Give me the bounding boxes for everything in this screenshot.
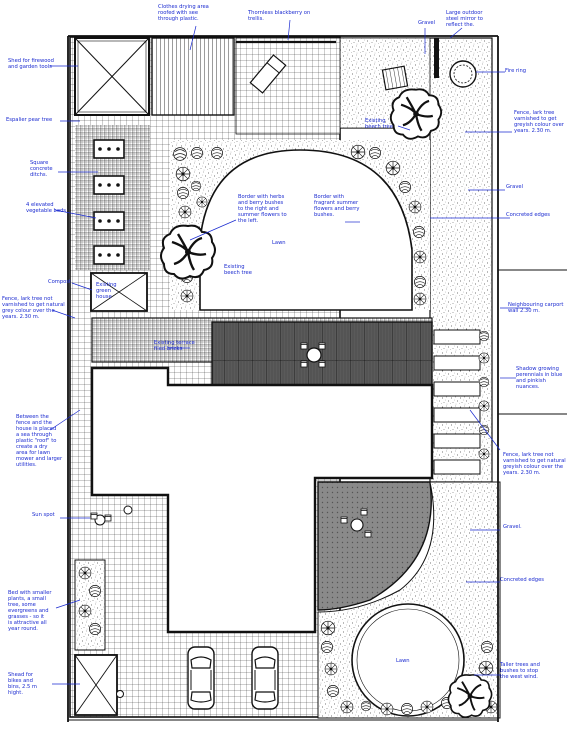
- sun-lounger: [249, 54, 287, 94]
- label-existing-terrace: Existing terrace filed bricks: [154, 340, 195, 352]
- label-shed-firewood: Shed for firewood and garden tools: [8, 58, 54, 70]
- bench: [381, 65, 409, 91]
- elevated-vegetable-beds: [93, 139, 125, 265]
- lawn-south: [351, 603, 465, 717]
- leader-lines: [49, 19, 530, 685]
- label-gravel-bottom: Gravel.: [503, 524, 522, 530]
- label-border-fragrant: Border with fragrant summer flowers and …: [314, 194, 360, 218]
- sun-spot-chairs: [90, 505, 133, 698]
- label-border-herbs: Border with herbs and berry bushes to th…: [238, 194, 287, 224]
- label-square-ditches: Square concrete ditchs.: [30, 160, 53, 178]
- firewood-shed: [74, 37, 150, 116]
- label-taller-trees: Taller trees and bushes to stop the west…: [500, 662, 540, 680]
- label-concreted-edges-bottom: Concreted edges: [500, 577, 544, 583]
- label-fence-right-bottom: Fence, lark tree not varnished to get na…: [503, 452, 566, 476]
- label-concreted-edges-top: Concreted edges: [506, 212, 550, 218]
- label-shead-bikes: Shead for bikes and bins, 2.5 m hight.: [8, 672, 37, 696]
- trellis-area: [235, 37, 341, 135]
- lawn-north: [199, 149, 413, 311]
- clothes-drying-area: [151, 37, 235, 116]
- house-footprint: [90, 366, 434, 634]
- label-sun-spot: Sun spot: [32, 512, 55, 518]
- fire-ring: [449, 60, 477, 88]
- sunken-terrace-table: [340, 508, 372, 538]
- bike-shed: [74, 654, 118, 716]
- label-bed-smaller-plants: Bed with smaller plants, a small tree, s…: [8, 590, 52, 632]
- label-thornless-blackberry: Thornless blackberry on trellis.: [248, 10, 311, 22]
- car-left: [187, 646, 215, 710]
- sunken-terrace: [317, 481, 432, 611]
- outdoor-mirror: [434, 38, 439, 78]
- label-espalier: Espalier pear tree: [6, 117, 53, 123]
- label-existing-beech-left: Existing beech tree: [224, 264, 252, 276]
- label-between-fence: Between the fence and the house is place…: [16, 414, 63, 468]
- label-existing-beech-top: Existing beech tree: [365, 118, 393, 130]
- stepping-stones: [433, 329, 481, 475]
- label-neighbouring-carport: Neighbouring carport wall 2.30 m.: [508, 302, 564, 314]
- label-gravel-right: Gravel: [506, 184, 524, 190]
- green-house: [90, 272, 148, 312]
- label-elevated-beds: 4 elevated vegetable beds: [26, 202, 67, 214]
- label-fence-top: Fence, lark tree varnished to get greyis…: [514, 110, 564, 134]
- label-shadow-growing: Shadow growing perennials in blue and pi…: [516, 366, 563, 390]
- car-right: [251, 646, 279, 710]
- label-fire-ring: Fire ring: [505, 68, 527, 74]
- label-lawn-top: Lawn: [272, 240, 286, 246]
- label-large-mirror: Large outdoor steel mirror to reflect th…: [446, 10, 483, 28]
- label-clothes-drying: Clothes drying area roofed with see thro…: [158, 4, 209, 22]
- label-lawn-bottom: Lawn: [396, 658, 410, 664]
- label-gravel-top: Gravel: [418, 20, 436, 26]
- terrace-table: [300, 342, 326, 368]
- label-fence-left: Fence, lark tree not varnished to get na…: [2, 296, 65, 320]
- terrace-deck: [211, 321, 433, 389]
- label-existing-green-house: Existing green house: [96, 282, 117, 300]
- label-compost: Compost: [48, 279, 72, 285]
